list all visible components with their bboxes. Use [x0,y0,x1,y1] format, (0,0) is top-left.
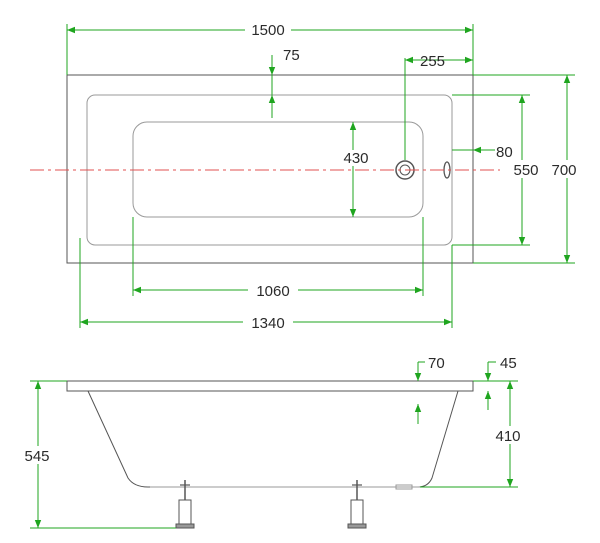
side-view: 545 70 45 410 [17,355,528,529]
leg-right [347,480,367,529]
dim-label-rim-width-short: 80 [496,144,513,161]
dim-label-inner-width: 550 [513,162,538,179]
tub-side-rim [66,380,474,392]
dim-label-total-height: 545 [24,448,49,465]
tub-bottom-flat [132,121,424,218]
dim-label-inner-length: 1340 [251,315,284,332]
dim-label-depth: 410 [495,428,520,445]
dim-label-lip: 45 [500,355,517,372]
tub-outer-outline [66,74,474,264]
dim-label-bottom-length: 1060 [256,283,289,300]
dim-label-overall-length: 1500 [251,22,284,39]
tub-side-body [87,390,459,488]
leg-left [175,480,195,529]
dim-label-overall-width: 700 [551,162,576,179]
dim-label-drain-offset: 255 [420,53,445,70]
dim-label-inner-bottom-width: 430 [343,150,368,167]
dim-label-rim-top: 70 [428,355,445,372]
top-view: 1500 75 255 80 430 550 700 [30,20,584,332]
dim-label-rim-width-long: 75 [283,47,300,64]
